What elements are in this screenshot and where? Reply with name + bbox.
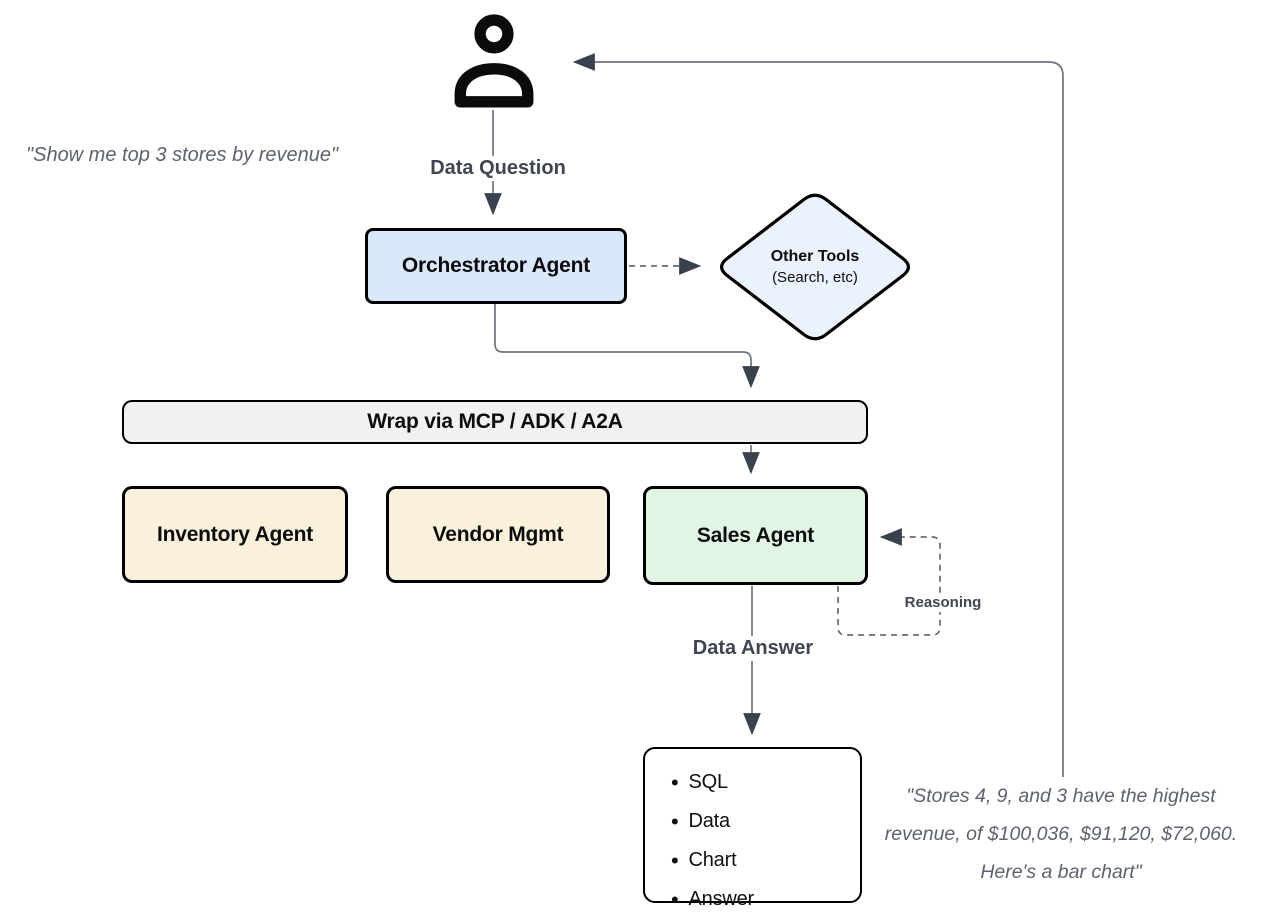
output-item-data-label: Data xyxy=(688,810,731,832)
other-tools-subtitle: (Search, etc) xyxy=(772,269,858,286)
output-item-chart: Chart xyxy=(671,841,860,880)
orchestrator-agent-node: Orchestrator Agent xyxy=(365,228,627,304)
other-tools-diamond xyxy=(719,193,911,341)
wrap-mcp-adk-a2a-bar: Wrap via MCP / ADK / A2A xyxy=(122,400,868,444)
inventory-agent-node: Inventory Agent xyxy=(122,486,348,583)
vendor-mgmt-label: Vendor Mgmt xyxy=(432,522,564,546)
wrap-bar-label: Wrap via MCP / ADK / A2A xyxy=(367,410,623,433)
output-item-data: Data xyxy=(671,802,860,841)
output-box: SQL Data Chart Answer xyxy=(643,747,862,910)
agent-response-quote: "Stores 4, 9, and 3 have the highest rev… xyxy=(884,785,1238,883)
output-item-sql-label: SQL xyxy=(688,771,729,793)
output-list: SQL Data Chart Answer xyxy=(645,749,860,918)
data-answer-label: Data Answer xyxy=(671,636,835,661)
vendor-mgmt-node: Vendor Mgmt xyxy=(386,486,610,583)
data-question-label: Data Question xyxy=(415,156,581,181)
output-item-chart-label: Chart xyxy=(688,849,737,871)
other-tools-node: Other Tools (Search, etc) xyxy=(745,243,885,291)
output-item-answer: Answer xyxy=(671,880,860,918)
output-item-sql: SQL xyxy=(671,763,860,802)
connector-feedback-to-user xyxy=(572,53,1064,777)
sales-agent-node: Sales Agent xyxy=(643,486,868,585)
orchestrator-agent-label: Orchestrator Agent xyxy=(401,254,591,277)
user-request-quote: "Show me top 3 stores by revenue" xyxy=(26,144,339,166)
user-icon xyxy=(446,10,542,112)
inventory-agent-label: Inventory Agent xyxy=(156,522,314,546)
reasoning-label: Reasoning xyxy=(894,593,992,612)
output-item-answer-label: Answer xyxy=(688,888,755,910)
connector-orchestrator-to-wrap xyxy=(494,304,760,389)
connector-reasoning-loop xyxy=(837,528,941,636)
other-tools-title: Other Tools xyxy=(770,248,860,265)
sales-agent-label: Sales Agent xyxy=(696,523,815,547)
